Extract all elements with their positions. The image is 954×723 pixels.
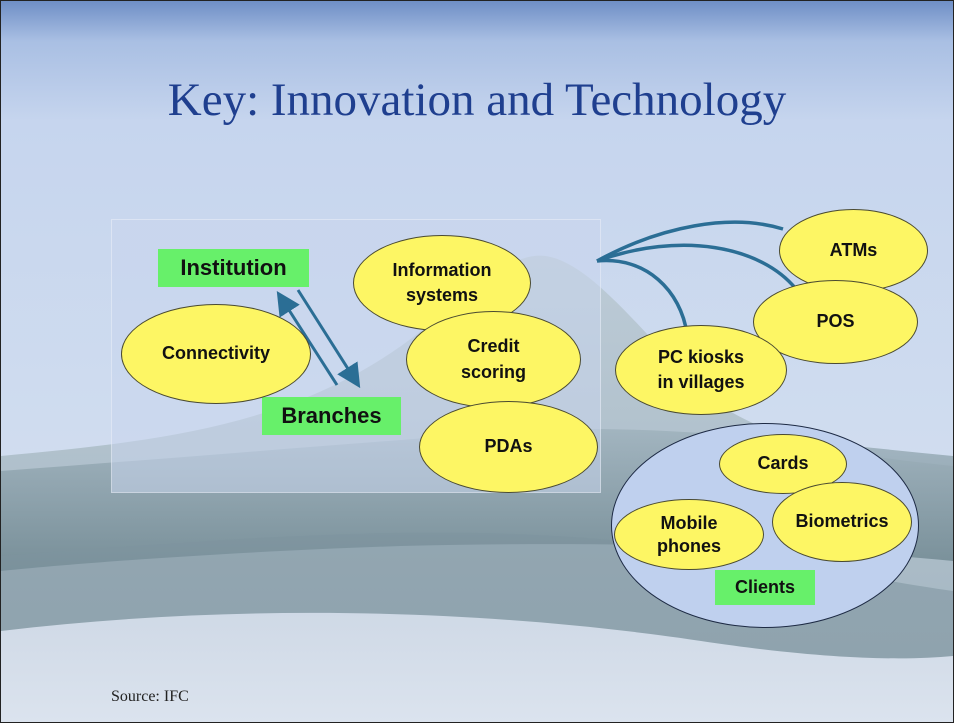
institution-label: Institution [158,249,309,287]
source-note: Source: IFC [111,688,189,705]
biometrics-label: Biometrics [795,511,889,532]
connectivity-label: Connectivity [161,343,271,364]
information-systems-line2: systems [405,285,479,305]
pc-kiosks-node: PC kiosks in villages [615,325,787,415]
pos-node: POS [753,280,918,364]
biometrics-node: Biometrics [772,482,912,562]
information-systems-line1: Information [392,259,492,280]
atms-node: ATMs [779,209,928,292]
cards-label: Cards [757,453,809,474]
pdas-label: PDAs [484,436,533,457]
credit-scoring-node: Credit scoring [406,311,581,408]
credit-scoring-line1: Credit [467,336,520,357]
atms-label: ATMs [829,239,878,260]
pc-kiosks-line1: PC kiosks [657,346,745,367]
mobile-phones-line1: Mobile [660,513,718,533]
pc-kiosks-line2: in villages [657,372,745,392]
pos-label: POS [816,311,855,332]
slide-title: Key: Innovation and Technology [167,74,787,126]
mobile-phones-line2: phones [656,535,721,556]
credit-scoring-line2: scoring [460,361,526,382]
connectivity-node: Connectivity [121,304,311,404]
pdas-node: PDAs [419,401,598,493]
branches-label: Branches [262,397,401,435]
clients-label: Clients [715,570,815,605]
